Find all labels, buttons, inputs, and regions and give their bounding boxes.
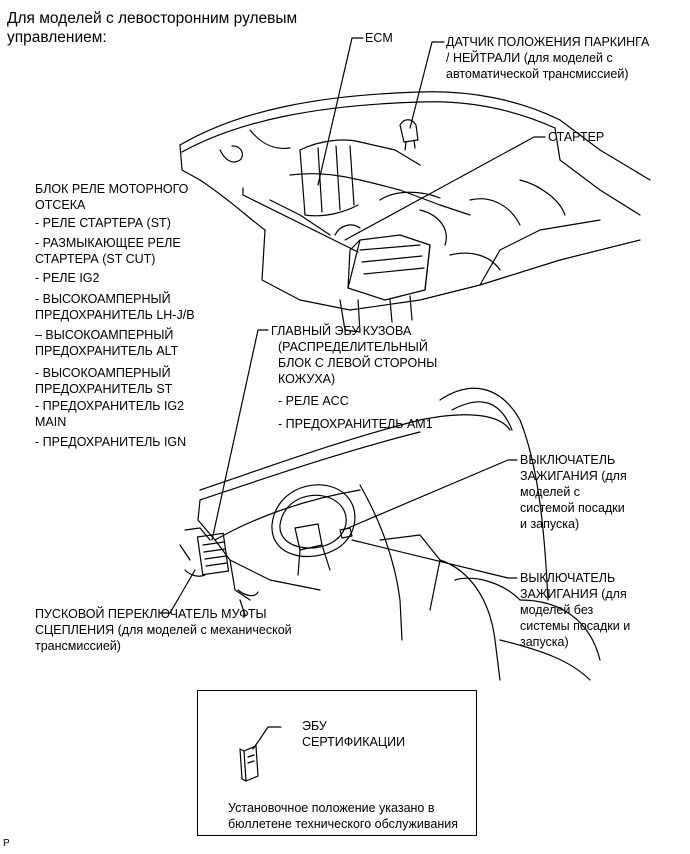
inset-note-line-2: бюллетене технического обслуживания — [228, 817, 458, 831]
main-body-ecu-item: - ПРЕДОХРАНИТЕЛЬ AM1 — [278, 417, 433, 431]
engine-relay-item: – ВЫСОКОАМПЕРНЫЙ — [35, 328, 174, 342]
engine-relay-item: - ПРЕДОХРАНИТЕЛЬ IG2 — [35, 399, 185, 413]
engine-relay-item: - РАЗМЫКАЮЩЕЕ РЕЛЕ — [35, 236, 181, 250]
page-title-line-1: Для моделей с левосторонним рулевым — [7, 10, 298, 27]
main-body-ecu-title-line: КОЖУХА) — [278, 372, 336, 386]
inset-label-line-1: ЭБУ — [302, 719, 327, 733]
ignition-no-smart-line: системы посадки и — [520, 619, 631, 633]
ignition-smart-line: и запуска) — [520, 517, 580, 531]
engine-relay-item: - РЕЛЕ СТАРТЕРА (ST) — [35, 216, 171, 230]
ignition-no-smart-line: ВЫКЛЮЧАТЕЛЬ — [520, 571, 616, 585]
main-body-ecu-item: - РЕЛЕ ACC — [278, 394, 349, 408]
ignition-smart-line: моделей с — [520, 485, 581, 499]
clutch-switch-line: СЦЕПЛЕНИЯ (для моделей с механической — [35, 623, 292, 637]
ignition-smart-line: системой посадки — [520, 501, 625, 515]
engine-relay-item: - ВЫСОКОАМПЕРНЫЙ — [35, 292, 171, 306]
inset-note-line-1: Установочное положение указано в — [228, 801, 435, 815]
main-body-ecu-title-line: БЛОК С ЛЕВОЙ СТОРОНЫ — [278, 356, 438, 370]
engine-relay-item: MAIN — [35, 415, 67, 429]
certification-ecu-inset: ЭБУ СЕРТИФИКАЦИИ Установочное положение … — [197, 690, 477, 836]
label-ecm: ECM — [365, 31, 393, 45]
engine-relay-item: - ВЫСОКОАМПЕРНЫЙ — [35, 366, 171, 380]
leader-lines — [159, 37, 546, 614]
certification-ecu-drawing — [239, 726, 282, 782]
park-neutral-sensor-line-1: ДАТЧИК ПОЛОЖЕНИЯ ПАРКИНГА — [446, 35, 650, 49]
clutch-switch-line: трансмиссией) — [35, 639, 121, 653]
ignition-smart-line: ВЫКЛЮЧАТЕЛЬ — [520, 453, 616, 467]
main-body-ecu-title-line: (РАСПРЕДЕЛИТЕЛЬНЫЙ — [278, 340, 428, 354]
ignition-no-smart-line: моделей без — [520, 603, 594, 617]
corner-mark: P — [3, 838, 10, 849]
engine-relay-title-line-1: БЛОК РЕЛЕ МОТОРНОГО — [35, 182, 189, 196]
engine-relay-item: ПРЕДОХРАНИТЕЛЬ ALT — [35, 344, 179, 358]
park-neutral-sensor-line-3: автоматической трансмиссией) — [446, 67, 629, 81]
clutch-switch-line: ПУСКОВОЙ ПЕРЕКЛЮЧАТЕЛЬ МУФТЫ — [35, 607, 267, 621]
label-starter: СТАРТЕР — [548, 130, 605, 144]
ignition-no-smart-line: запуска) — [520, 635, 569, 649]
engine-relay-item: ПРЕДОХРАНИТЕЛЬ LH-J/B — [35, 308, 195, 322]
engine-relay-item: - РЕЛЕ IG2 — [35, 271, 100, 285]
engine-relay-item: ПРЕДОХРАНИТЕЛЬ ST — [35, 382, 173, 396]
ignition-no-smart-line: ЗАЖИГАНИЯ (для — [520, 587, 627, 601]
engine-relay-item: - ПРЕДОХРАНИТЕЛЬ IGN — [35, 435, 187, 449]
ignition-smart-line: ЗАЖИГАНИЯ (для — [520, 469, 627, 483]
dashboard-drawing — [179, 387, 601, 681]
engine-relay-item: СТАРТЕРА (ST CUT) — [35, 252, 156, 266]
main-body-ecu-title-line: ГЛАВНЫЙ ЭБУ КУЗОВА — [271, 324, 412, 338]
park-neutral-sensor-line-2: / НЕЙТРАЛИ (для моделей с — [446, 51, 613, 65]
inset-label-line-2: СЕРТИФИКАЦИИ — [302, 735, 406, 749]
engine-relay-title-line-2: ОТСЕКА — [35, 198, 86, 212]
page-title-line-2: управлением: — [7, 29, 107, 46]
engine-bay-drawing — [179, 91, 651, 333]
